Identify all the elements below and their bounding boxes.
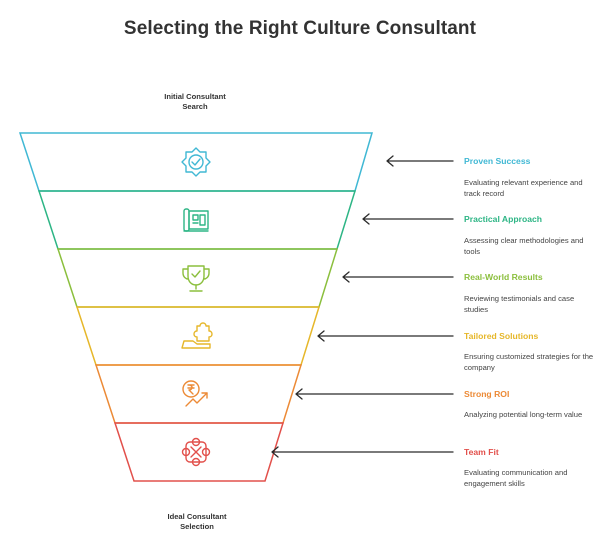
- diagram-title: Selecting the Right Culture Consultant: [123, 18, 477, 39]
- trophy-icon: [182, 265, 210, 292]
- top-caption: Initial Consultant Search: [164, 92, 226, 111]
- badge-check-icon: [181, 147, 211, 177]
- stage-title-practical-approach: Practical Approach: [464, 214, 543, 224]
- pointer-arrows: [271, 155, 454, 458]
- puzzle-hand-icon: [181, 322, 213, 349]
- blueprint-icon: [183, 208, 209, 232]
- stage-title-team-fit: Team Fit: [464, 447, 499, 457]
- arrow-1: [386, 155, 454, 167]
- stage-title-real-world-results: Real-World Results: [464, 272, 543, 282]
- stage-desc-tailored-solutions: Ensuring customized strategies for the c…: [464, 352, 594, 372]
- stage-title-proven-success: Proven Success: [464, 156, 531, 166]
- stage-desc-team-fit: Evaluating communication and engagement …: [464, 468, 568, 488]
- stage-desc-proven-success: Evaluating relevant experience and track…: [464, 178, 583, 198]
- team-puzzle-icon: [181, 437, 211, 467]
- funnel-segment-6: [113, 422, 285, 482]
- funnel-segment-1: [18, 132, 374, 192]
- arrow-6: [271, 446, 454, 458]
- funnel-segment-3: [56, 248, 339, 308]
- stage-desc-practical-approach: Assessing clear methodologies and tools: [464, 236, 584, 256]
- stage-title-strong-roi: Strong ROI: [464, 389, 510, 399]
- arrow-3: [342, 271, 454, 283]
- arrow-4: [317, 330, 454, 342]
- arrow-2: [362, 213, 454, 225]
- funnel-segment-5: [94, 364, 303, 424]
- bottom-caption: Ideal Consultant Selection: [167, 512, 227, 531]
- stage-desc-real-world-results: Reviewing testimonials and case studies: [464, 294, 575, 314]
- arrow-5: [295, 388, 454, 400]
- stage-title-tailored-solutions: Tailored Solutions: [464, 331, 539, 341]
- funnel-segments: [18, 132, 374, 482]
- funnel-segment-4: [75, 306, 321, 366]
- rupee-growth-icon: [182, 380, 208, 407]
- stage-desc-strong-roi: Analyzing potential long-term value: [464, 410, 583, 419]
